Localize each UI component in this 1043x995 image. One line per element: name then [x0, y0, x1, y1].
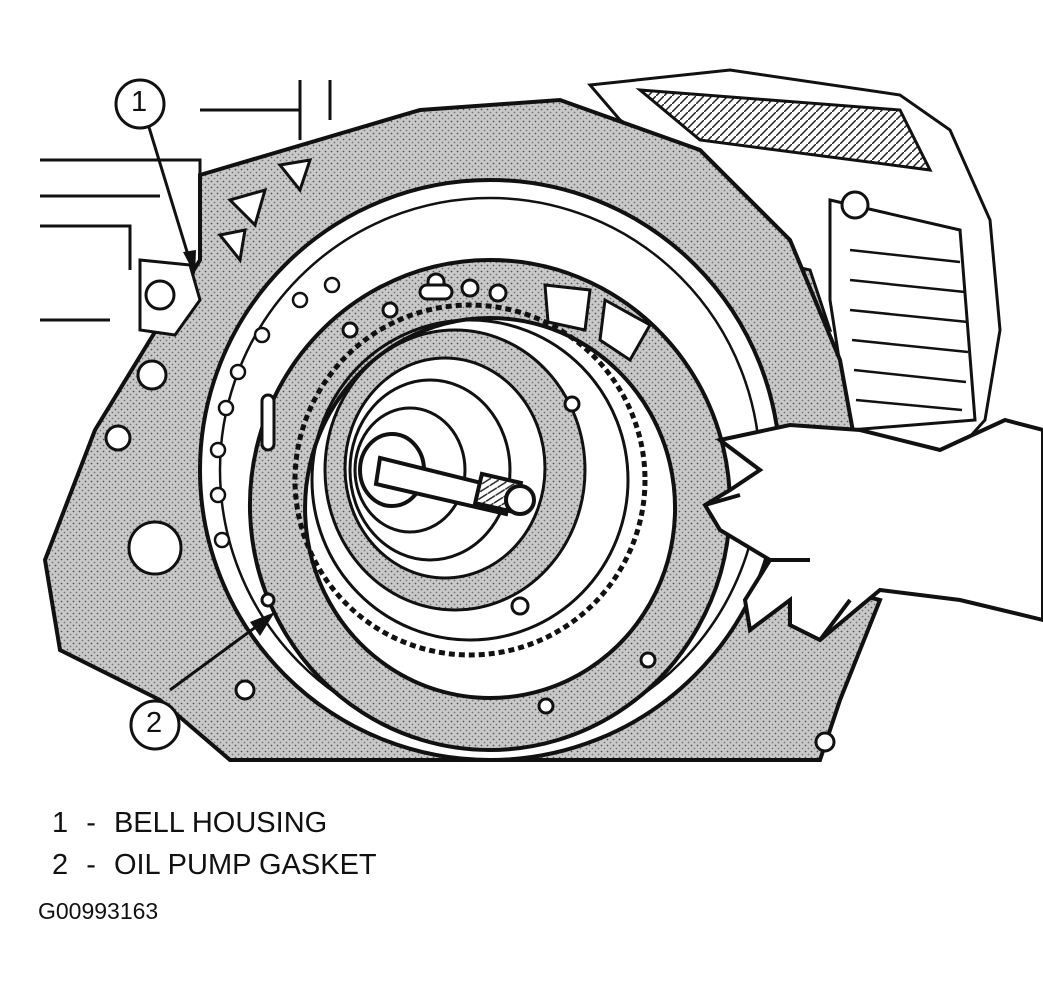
legend-number: 1 — [52, 807, 69, 839]
oil-pump-gasket — [247, 258, 732, 752]
pump-internals — [292, 302, 648, 658]
transmission-illustration — [40, 68, 1043, 762]
callout-circle-2 — [129, 699, 181, 751]
legend-item-oil-pump-gasket: 2 - OIL PUMP GASKET — [52, 844, 377, 886]
callout-2-number: 2 — [146, 707, 163, 739]
leader-arrow-2 — [250, 612, 275, 636]
input-shaft — [373, 455, 536, 517]
figure-code: G00993163 — [38, 898, 159, 924]
leader-line-1 — [146, 123, 194, 269]
legend-label: OIL PUMP GASKET — [113, 849, 377, 881]
leader-arrow-1 — [183, 250, 196, 275]
legend-separator: - — [86, 807, 96, 839]
callout-circle-1 — [114, 78, 166, 130]
legend-separator: - — [86, 849, 96, 881]
legend-number: 2 — [52, 849, 69, 881]
callout-1-number: 1 — [131, 86, 148, 118]
leader-line-2 — [169, 616, 269, 692]
legend-label: BELL HOUSING — [113, 807, 328, 839]
legend-item-bell-housing: 1 - BELL HOUSING — [52, 802, 377, 844]
legend: 1 - BELL HOUSING 2 - OIL PUMP GASKET — [52, 802, 377, 886]
hand — [702, 417, 1043, 643]
